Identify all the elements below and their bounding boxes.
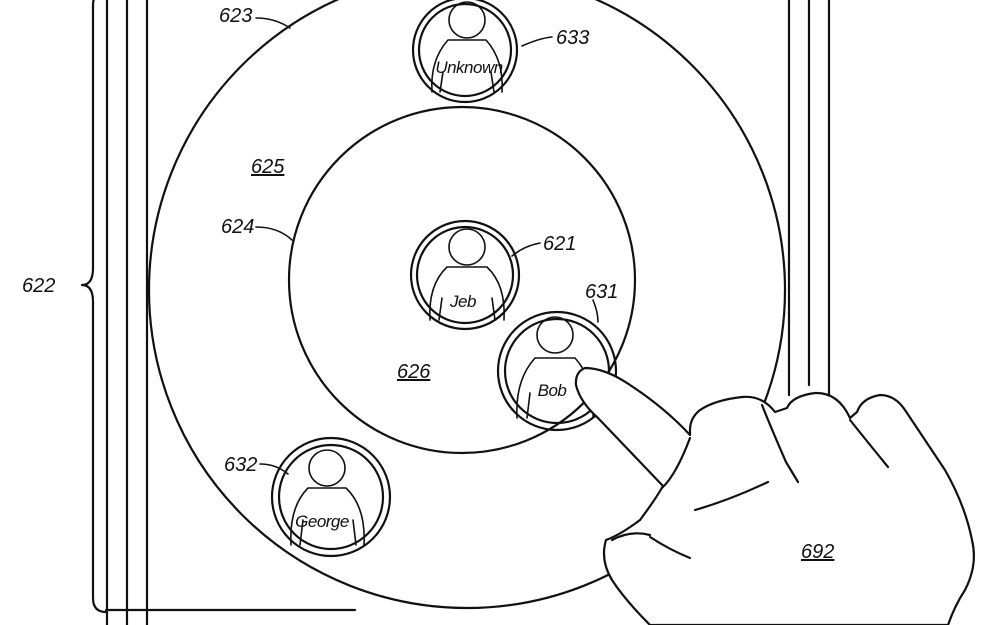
label-inner-ring: 624 (221, 216, 254, 238)
device-frame (104, 0, 831, 625)
label-hand: 692 (801, 541, 834, 563)
label-outer-ring: 623 (219, 5, 252, 27)
avatar-unknown-name: Unknown (435, 58, 502, 77)
avatar-center-name: Jeb (449, 292, 476, 311)
avatar-george-name: George (295, 512, 349, 531)
inner-ring (287, 105, 637, 455)
label-george-avatar: 632 (224, 454, 257, 476)
label-inner-zone: 626 (397, 361, 431, 383)
avatar-center[interactable] (409, 219, 521, 331)
label-device-bracket: 622 (22, 275, 55, 297)
avatar-unknown[interactable] (411, 0, 519, 104)
hand (574, 366, 975, 625)
avatar-bob-name: Bob (538, 381, 567, 400)
label-bob-avatar: 631 (585, 281, 618, 303)
label-outer-zone: 625 (251, 156, 285, 178)
outer-ring (147, 0, 787, 610)
leader-lines (255, 17, 599, 475)
avatar-george[interactable] (270, 436, 392, 558)
device-bracket (80, 0, 108, 614)
label-center-avatar: 621 (543, 233, 576, 255)
label-unknown-avatar: 633 (556, 27, 589, 49)
